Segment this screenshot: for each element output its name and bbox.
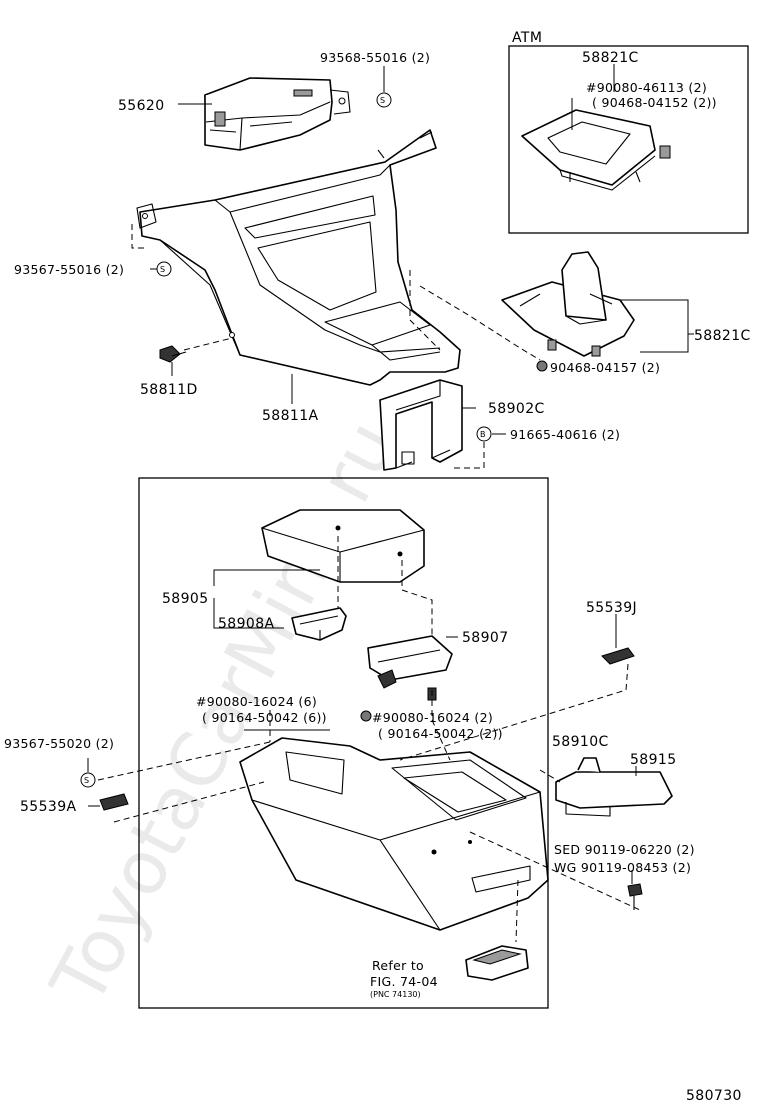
atm-box-label: ATM	[512, 30, 542, 46]
part-58821C-shift-boot	[501, 251, 635, 357]
b-symbol: B	[476, 426, 492, 442]
label-90164-50042-6: ( 90164-50042 (6))	[202, 710, 327, 725]
label-90468-04157: 90468-04157 (2)	[550, 360, 660, 375]
label-90080-16024-2: #90080-16024 (2)	[372, 710, 493, 725]
label-58902C: 58902C	[488, 401, 545, 417]
atm-inset-frame	[508, 45, 749, 234]
label-90080-46113: #90080-46113 (2)	[586, 80, 707, 95]
part-58908A-hinge	[291, 607, 347, 641]
label-55539J: 55539J	[586, 600, 637, 616]
label-55539A: 55539A	[20, 799, 77, 815]
part-58905-armrest	[261, 509, 425, 583]
label-wg-90119: WG 90119-08453 (2)	[554, 860, 691, 875]
label-93568-55016: 93568-55016 (2)	[320, 50, 430, 65]
part-58821C-atm-bezel	[521, 109, 671, 191]
part-58811A-console	[136, 129, 461, 386]
label-58821C: 58821C	[694, 328, 751, 344]
s-symbol-1: S	[376, 92, 392, 108]
part-58902C-bracket	[379, 379, 463, 471]
cap-symbol-1	[536, 360, 548, 372]
label-58908A: 58908A	[218, 616, 275, 632]
part-55539A-clip	[99, 793, 129, 811]
label-58915: 58915	[630, 752, 677, 768]
part-55620-module	[204, 77, 351, 151]
label-58811D: 58811D	[140, 382, 198, 398]
label-93567-55016: 93567-55016 (2)	[14, 262, 124, 277]
part-58907-lock	[367, 635, 453, 701]
label-90080-16024-6: #90080-16024 (6)	[196, 694, 317, 709]
label-90164-50042-2: ( 90164-50042 (2))	[378, 726, 503, 741]
cap-symbol-2	[360, 710, 372, 722]
label-58811A: 58811A	[262, 408, 319, 424]
part-58811D-clip	[159, 345, 187, 363]
label-91665-40616: 91665-40616 (2)	[510, 427, 620, 442]
part-58915-pocket	[555, 757, 673, 817]
s-mark: S	[160, 265, 165, 274]
part-55539J-clip	[601, 647, 635, 665]
label-refer-to: Refer to	[372, 958, 424, 973]
label-fig-74-04: FIG. 74-04	[370, 974, 438, 989]
b-mark: B	[480, 430, 486, 439]
s-symbol-3: S	[80, 772, 96, 788]
part-ashtray-ref	[465, 945, 529, 981]
label-pnc-74130: (PNC 74130)	[370, 990, 421, 999]
label-58907: 58907	[462, 630, 509, 646]
label-55620: 55620	[118, 98, 165, 114]
part-console-box	[239, 737, 549, 931]
label-90468-04152: ( 90468-04152 (2))	[592, 95, 717, 110]
label-58821C-atm: 58821C	[582, 50, 639, 66]
figure-number: 580730	[686, 1088, 742, 1104]
label-93567-55020: 93567-55020 (2)	[4, 736, 114, 751]
part-bolt-90119	[627, 883, 643, 910]
s-mark: S	[84, 776, 89, 785]
leader-lines	[87, 64, 694, 884]
part-labels: 55620 93568-55016 (2) 93567-55016 (2) 58…	[4, 50, 751, 1104]
s-symbol-2: S	[156, 261, 172, 277]
label-58905: 58905	[162, 591, 209, 607]
install-lines	[97, 224, 641, 943]
s-mark: S	[380, 96, 385, 105]
label-58910C: 58910C	[552, 734, 609, 750]
label-sed-90119: SED 90119-06220 (2)	[554, 842, 695, 857]
